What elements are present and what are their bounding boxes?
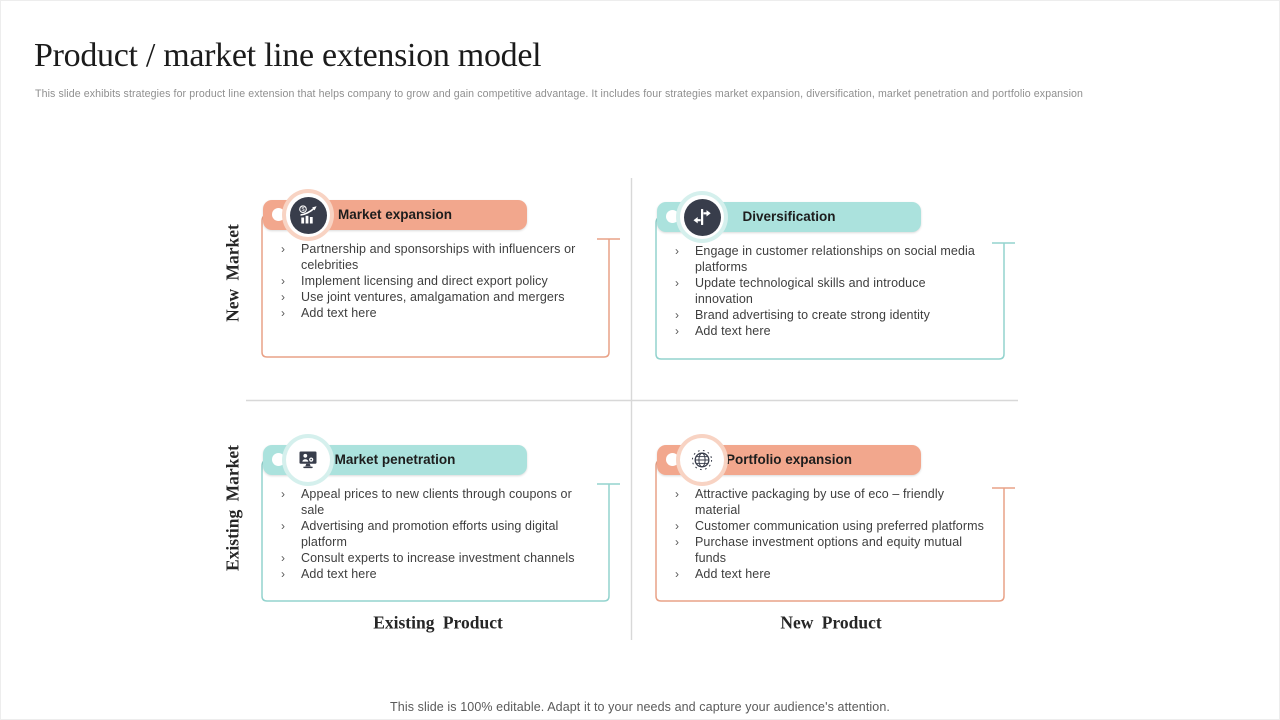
page-subtitle: This slide exhibits strategies for produ… xyxy=(35,88,1084,100)
list-item: › Purchase investment options and equity … xyxy=(675,534,985,566)
list-item: › Consult experts to increase investment … xyxy=(281,550,597,566)
page-title: Product / market line extension model xyxy=(34,37,542,74)
list-item: › Add text here xyxy=(675,566,985,582)
bullet-chevron: › xyxy=(675,535,679,549)
market-penetration-bullets: › Appeal prices to new clients through co… xyxy=(281,486,597,582)
header-label: Market expansion xyxy=(337,207,453,222)
list-item: › Partnership and sponsorships with influ… xyxy=(281,241,589,273)
list-item: › Implement licensing and direct export p… xyxy=(281,273,589,289)
bullet-text: Partnership and sponsorships with influe… xyxy=(301,242,576,272)
bullet-chevron: › xyxy=(281,567,285,581)
bullet-text: Use joint ventures, amalgamation and mer… xyxy=(301,290,565,304)
growth-chart-dollar-icon: $ xyxy=(289,196,327,234)
bullet-chevron: › xyxy=(281,306,285,320)
market-penetration-badge xyxy=(282,434,334,486)
list-item: › Appeal prices to new clients through co… xyxy=(281,486,597,518)
bullet-chevron: › xyxy=(675,519,679,533)
badge-ring: $ xyxy=(286,193,330,237)
bullet-chevron: › xyxy=(281,290,285,304)
diversification-bullets: › Engage in customer relationships on soc… xyxy=(675,243,985,339)
bullet-text: Attractive packaging by use of eco – fri… xyxy=(695,487,945,517)
bullet-chevron: › xyxy=(281,487,285,501)
market-expansion-bullets: › Partnership and sponsorships with influ… xyxy=(281,241,589,321)
x-axis-label-new-product: New Product xyxy=(780,612,882,633)
bullet-text: Add text here xyxy=(301,306,377,320)
bullet-text: Engage in customer relationships on soci… xyxy=(695,244,975,274)
bullet-text: Purchase investment options and equity m… xyxy=(695,535,963,565)
portfolio-expansion-bullets: › Attractive packaging by use of eco – fr… xyxy=(675,486,985,582)
bullet-chevron: › xyxy=(675,308,679,322)
diverging-arrows-icon xyxy=(683,198,721,236)
svg-text:$: $ xyxy=(301,207,305,213)
bullet-chevron: › xyxy=(281,274,285,288)
x-axis-label-existing-product: Existing Product xyxy=(373,612,503,633)
header-label: Diversification xyxy=(742,209,836,224)
bullet-chevron: › xyxy=(675,487,679,501)
bullet-chevron: › xyxy=(281,242,285,256)
list-item: › Attractive packaging by use of eco – fr… xyxy=(675,486,985,518)
globe-network-icon xyxy=(683,441,721,479)
bullet-chevron: › xyxy=(675,567,679,581)
list-item: › Advertising and promotion efforts using… xyxy=(281,518,597,550)
list-item: › Customer communication using preferred … xyxy=(675,518,985,534)
bullet-chevron: › xyxy=(675,276,679,290)
y-axis-label-existing-market: Existing Market xyxy=(222,444,243,572)
list-item: › Add text here xyxy=(675,323,985,339)
badge-ring xyxy=(680,195,724,239)
portfolio-expansion-badge xyxy=(676,434,728,486)
bullet-chevron: › xyxy=(675,324,679,338)
bullet-chevron: › xyxy=(281,551,285,565)
editable-note: This slide is 100% editable. Adapt it to… xyxy=(390,700,890,714)
list-item: › Brand advertising to create strong iden… xyxy=(675,307,985,323)
list-item: › Engage in customer relationships on soc… xyxy=(675,243,985,275)
list-item: › Update technological skills and introdu… xyxy=(675,275,985,307)
badge-ring xyxy=(286,438,330,482)
y-axis-label-new-market: New Market xyxy=(222,224,243,322)
bullet-chevron: › xyxy=(675,244,679,258)
bullet-text: Appeal prices to new clients through cou… xyxy=(301,487,572,517)
list-item: › Add text here xyxy=(281,566,597,582)
bullet-text: Advertising and promotion efforts using … xyxy=(301,519,559,549)
monitor-user-icon xyxy=(289,441,327,479)
header-label: Portfolio expansion xyxy=(725,452,852,467)
bullet-text: Update technological skills and introduc… xyxy=(695,276,926,306)
bullet-text: Consult experts to increase investment c… xyxy=(301,551,575,565)
list-item: › Add text here xyxy=(281,305,589,321)
badge-ring xyxy=(680,438,724,482)
diversification-badge xyxy=(676,191,728,243)
bullet-text: Add text here xyxy=(695,567,771,581)
header-label: Market penetration xyxy=(334,452,456,467)
bullet-text: Add text here xyxy=(695,324,771,338)
bullet-text: Implement licensing and direct export po… xyxy=(301,274,548,288)
market-expansion-badge: $ xyxy=(282,189,334,241)
bullet-text: Customer communication using preferred p… xyxy=(695,519,984,533)
bullet-text: Brand advertising to create strong ident… xyxy=(695,308,930,322)
bullet-text: Add text here xyxy=(301,567,377,581)
list-item: › Use joint ventures, amalgamation and me… xyxy=(281,289,589,305)
bullet-chevron: › xyxy=(281,519,285,533)
